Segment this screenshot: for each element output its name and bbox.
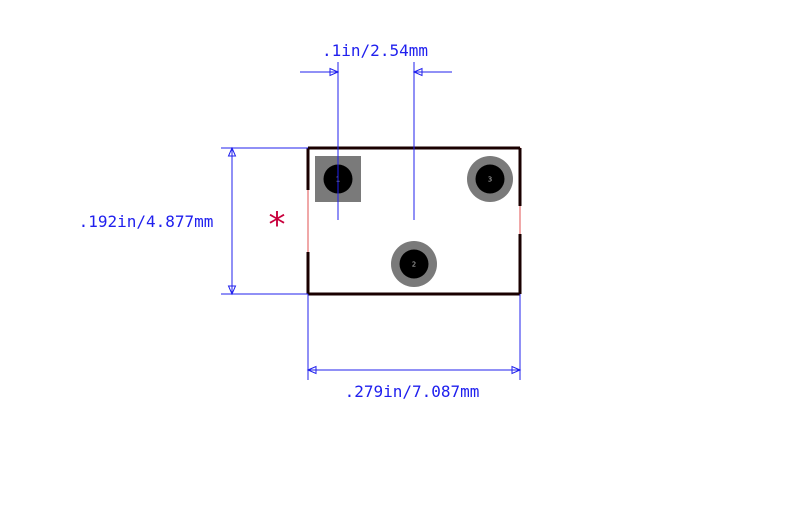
width-dimension [306,294,522,380]
pad-2-label: 2 [412,261,416,269]
pad-2: 2 [391,241,437,287]
pitch-dimension [300,62,452,220]
pitch-dimension-label: .1in/2.54mm [322,41,428,60]
width-dimension-label: .279in/7.087mm [345,382,480,401]
height-dimension-label: .192in/4.877mm [79,212,214,231]
pad-3-label: 3 [488,176,492,184]
pad-3: 3 [467,156,513,202]
pin1-marker: * [269,205,286,245]
height-dimension [221,146,308,296]
